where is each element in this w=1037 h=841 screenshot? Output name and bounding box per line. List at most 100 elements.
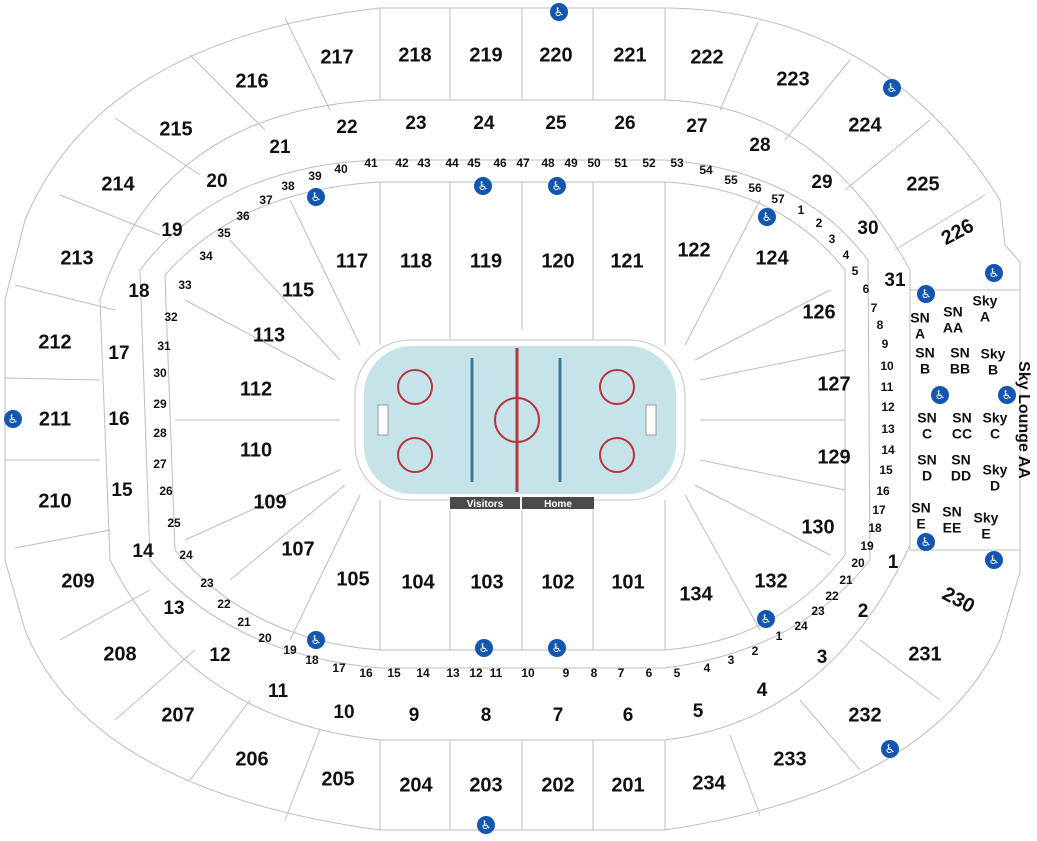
row-inner-7[interactable]: 7: [871, 301, 878, 315]
row-inner-26[interactable]: 26: [159, 484, 173, 498]
section-124[interactable]: 124: [755, 247, 789, 269]
row-inner-3[interactable]: 3: [728, 653, 735, 667]
section-234[interactable]: 234: [692, 772, 726, 794]
suite-sky-e[interactable]: Sky: [974, 510, 999, 526]
section-222[interactable]: 222: [690, 46, 723, 68]
row-inner-5[interactable]: 5: [674, 666, 681, 680]
section-102[interactable]: 102: [541, 571, 574, 593]
suite-sn-b[interactable]: SN: [915, 345, 934, 361]
row-inner-25[interactable]: 25: [167, 516, 181, 530]
row-inner-19[interactable]: 19: [860, 539, 874, 553]
suite-sn-aa-letter[interactable]: AA: [943, 320, 963, 336]
section-122[interactable]: 122: [677, 239, 710, 261]
section-219[interactable]: 219: [469, 44, 502, 66]
row-inner-16[interactable]: 16: [876, 484, 890, 498]
section-209[interactable]: 209: [61, 570, 94, 592]
row-inner-14[interactable]: 14: [881, 443, 895, 457]
section-214[interactable]: 214: [101, 173, 135, 195]
row-4[interactable]: 4: [757, 680, 768, 701]
row-inner-12[interactable]: 12: [881, 400, 895, 414]
row-inner-30[interactable]: 30: [153, 366, 167, 380]
row-inner-23[interactable]: 23: [200, 576, 214, 590]
section-107[interactable]: 107: [281, 538, 314, 560]
section-221[interactable]: 221: [613, 44, 646, 66]
row-inner-35[interactable]: 35: [217, 226, 231, 240]
row-15[interactable]: 15: [111, 480, 133, 501]
suite-sn-bb[interactable]: SN: [950, 345, 969, 361]
section-223[interactable]: 223: [776, 68, 809, 90]
row-inner-21[interactable]: 21: [237, 615, 251, 629]
row-inner-23[interactable]: 23: [811, 604, 825, 618]
row-inner-20[interactable]: 20: [851, 556, 865, 570]
suite-sn-cc-letter[interactable]: CC: [952, 426, 972, 442]
row-inner-7[interactable]: 7: [618, 666, 625, 680]
row-29[interactable]: 29: [811, 172, 832, 193]
row-inner-14[interactable]: 14: [416, 666, 430, 680]
row-inner-21[interactable]: 21: [839, 573, 853, 587]
suite-sn-c[interactable]: SN: [917, 410, 936, 426]
section-101[interactable]: 101: [611, 571, 644, 593]
section-231[interactable]: 231: [908, 643, 941, 665]
row-inner-51[interactable]: 51: [614, 156, 628, 170]
section-202[interactable]: 202: [541, 774, 574, 796]
suite-sn-ee-letter[interactable]: EE: [943, 520, 962, 536]
section-212[interactable]: 212: [38, 331, 71, 353]
row-inner-4[interactable]: 4: [843, 248, 850, 262]
suite-sky-a[interactable]: Sky: [973, 293, 998, 309]
row-10[interactable]: 10: [333, 702, 354, 723]
row-inner-44[interactable]: 44: [445, 156, 459, 170]
row-12[interactable]: 12: [209, 645, 230, 666]
section-120[interactable]: 120: [541, 250, 574, 272]
row-inner-17[interactable]: 17: [332, 661, 346, 675]
row-inner-56[interactable]: 56: [748, 181, 762, 195]
suite-sky-c-letter[interactable]: C: [990, 426, 1000, 442]
section-210[interactable]: 210: [38, 490, 71, 512]
sky-lounge-aa[interactable]: Sky Lounge AA: [1015, 361, 1032, 479]
row-inner-31[interactable]: 31: [157, 339, 171, 353]
row-inner-20[interactable]: 20: [258, 631, 272, 645]
section-119[interactable]: 119: [470, 250, 502, 272]
row-inner-38[interactable]: 38: [281, 179, 295, 193]
suite-sn-a[interactable]: SN: [910, 310, 929, 326]
suite-sky-d-letter[interactable]: D: [990, 478, 1000, 494]
row-inner-54[interactable]: 54: [699, 163, 713, 177]
row-inner-57[interactable]: 57: [771, 192, 785, 206]
row-inner-39[interactable]: 39: [308, 169, 322, 183]
row-3[interactable]: 3: [817, 647, 828, 668]
section-129[interactable]: 129: [817, 446, 850, 468]
section-217[interactable]: 217: [320, 46, 353, 68]
row-inner-5[interactable]: 5: [852, 264, 859, 278]
section-104[interactable]: 104: [401, 571, 435, 593]
row-16[interactable]: 16: [108, 409, 129, 430]
suite-sky-b-letter[interactable]: B: [988, 362, 998, 378]
section-208[interactable]: 208: [103, 643, 136, 665]
suite-sn-aa[interactable]: SN: [943, 304, 962, 320]
row-inner-36[interactable]: 36: [236, 209, 250, 223]
row-9[interactable]: 9: [409, 705, 420, 726]
row-inner-1[interactable]: 1: [776, 629, 783, 643]
row-inner-9[interactable]: 9: [563, 666, 570, 680]
section-115[interactable]: 115: [282, 279, 314, 301]
section-113[interactable]: 113: [253, 324, 285, 346]
row-14[interactable]: 14: [132, 541, 154, 562]
row-inner-13[interactable]: 13: [881, 422, 895, 436]
row-22[interactable]: 22: [336, 117, 357, 138]
row-inner-22[interactable]: 22: [217, 597, 231, 611]
row-inner-33[interactable]: 33: [178, 278, 192, 292]
suite-sky-c[interactable]: Sky: [983, 410, 1008, 426]
row-23[interactable]: 23: [405, 113, 426, 134]
row-6[interactable]: 6: [623, 705, 634, 726]
section-206[interactable]: 206: [235, 748, 268, 770]
section-232[interactable]: 232: [848, 704, 881, 726]
row-inner-22[interactable]: 22: [825, 589, 839, 603]
row-inner-1[interactable]: 1: [798, 203, 805, 217]
section-215[interactable]: 215: [159, 118, 192, 140]
row-17[interactable]: 17: [108, 343, 129, 364]
row-28[interactable]: 28: [749, 135, 770, 156]
row-5[interactable]: 5: [693, 701, 704, 722]
row-inner-50[interactable]: 50: [587, 156, 601, 170]
row-inner-6[interactable]: 6: [646, 666, 653, 680]
row-inner-55[interactable]: 55: [724, 173, 738, 187]
suite-sn-b-letter[interactable]: B: [920, 361, 930, 377]
row-inner-18[interactable]: 18: [868, 521, 882, 535]
